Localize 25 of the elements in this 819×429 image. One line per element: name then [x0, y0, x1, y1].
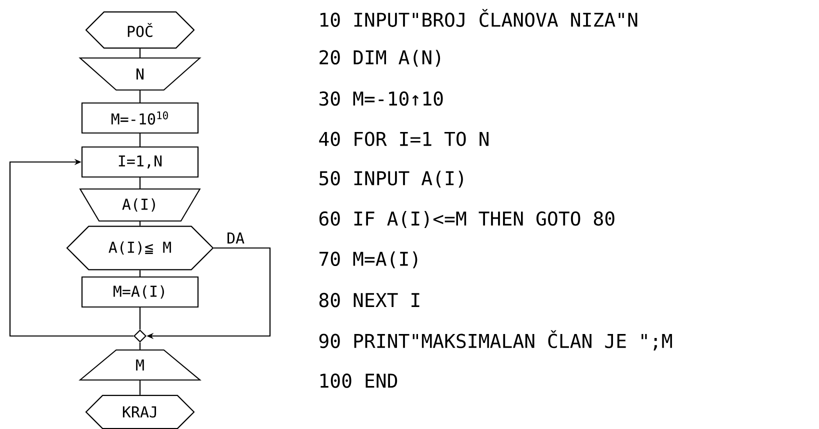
code-line: 30 M=-10↑10 — [319, 91, 443, 106]
process-box: M=-10$^{10}$ — [81, 102, 199, 134]
flow-line — [139, 134, 141, 146]
code-line: 40 FOR I=1 TO N — [319, 132, 488, 146]
edge-label: DA — [226, 232, 246, 244]
decision-hexagon: A(I)≦ M — [66, 226, 214, 270]
code-line: 80 NEXT I — [319, 292, 420, 308]
flow-line — [9, 158, 134, 337]
process-box: I=1,N — [81, 146, 199, 178]
code-line: 100 END — [320, 374, 398, 388]
code-line: 90 PRINT"MAKSIMALAN ČLAN JE ";M — [319, 330, 672, 351]
code-line: 50 INPUT A(I) — [320, 170, 463, 188]
code-line: 70 M=A(I) — [320, 251, 418, 268]
flow-line — [139, 342, 141, 350]
code-line: 20 DIM A(N) — [320, 50, 440, 67]
flow-line — [139, 48, 141, 58]
flow-line — [139, 222, 141, 226]
flow-line — [139, 308, 141, 330]
flow-line — [139, 178, 141, 188]
flow-line — [139, 380, 141, 395]
code-line: 10 INPUT"BROJ ČLANOVA NIZA"N — [320, 9, 638, 27]
flow-line — [139, 270, 141, 276]
code-line: 60 IF A(I)<=M THEN GOTO 80 — [319, 211, 614, 228]
flow-line — [139, 90, 141, 102]
process-box: M=A(I) — [81, 276, 199, 308]
